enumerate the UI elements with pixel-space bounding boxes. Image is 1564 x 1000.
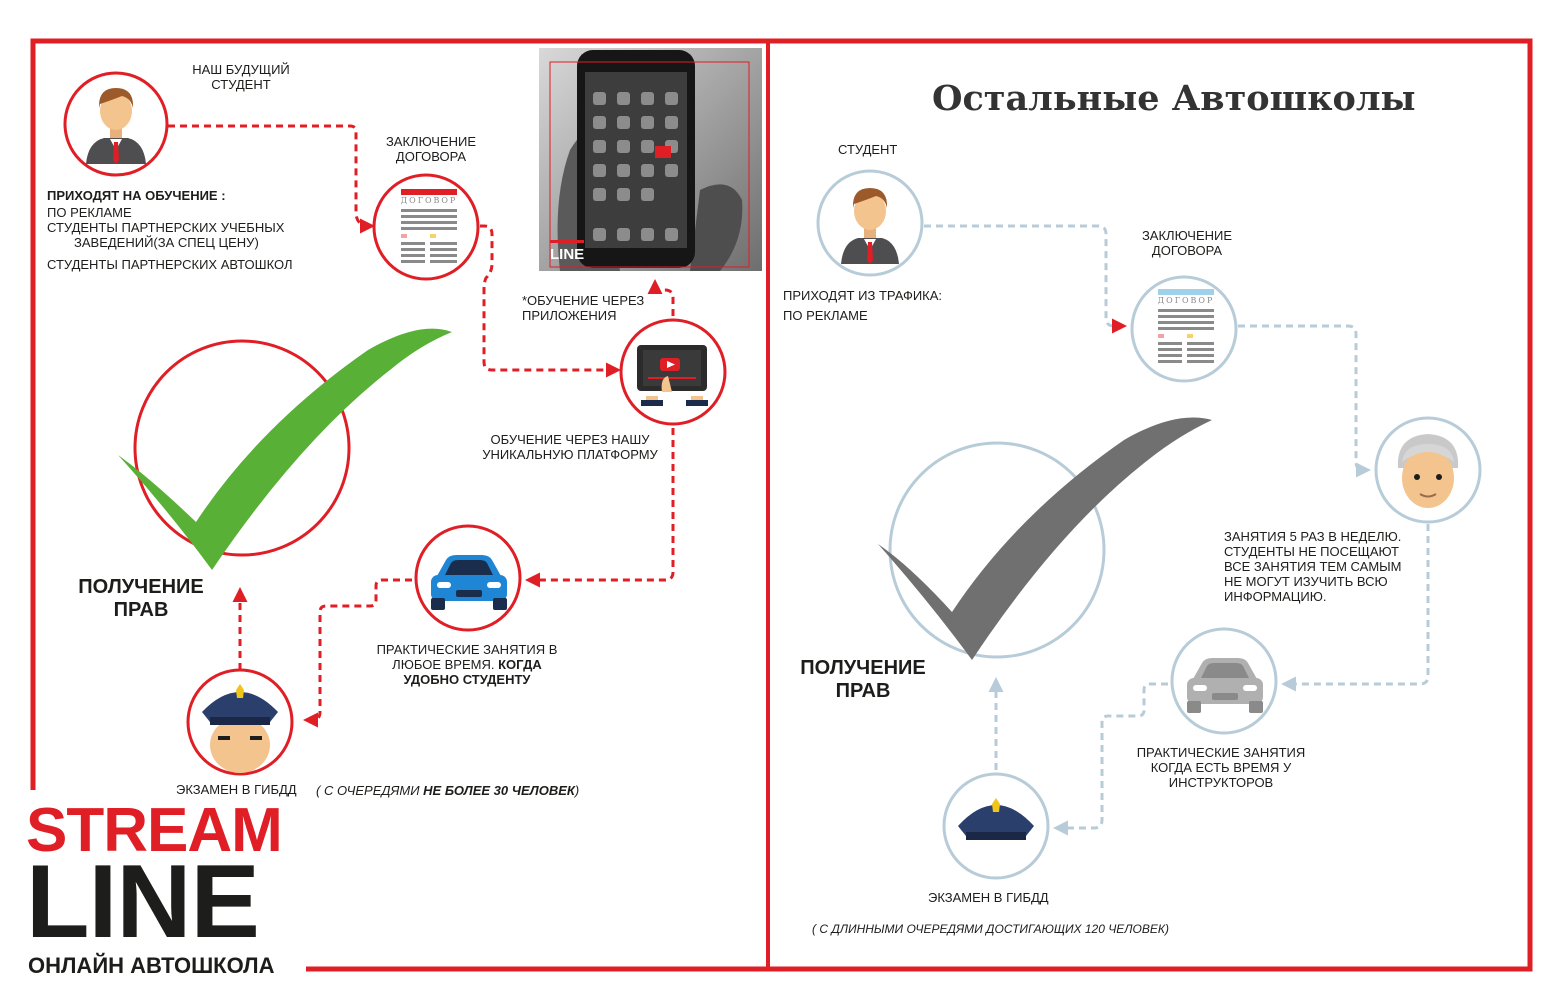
contract-doc-word-left: ДОГОВОР xyxy=(400,196,458,205)
platform-node-left xyxy=(619,318,727,426)
queue-prefix: ( С ОЧЕРЕДЯМИ xyxy=(316,783,420,798)
police-cap-icon xyxy=(958,798,1034,840)
practice-car-node-left xyxy=(414,524,522,632)
connector-contract-to-instructor xyxy=(1238,324,1371,478)
phone-logo-text: LINE xyxy=(550,246,584,263)
source-item-special-price: ЗАВЕДЕНИЙ(ЗА СПЕЦ ЦЕНУ) xyxy=(74,235,259,250)
logo-backdrop xyxy=(18,790,306,980)
logo-stream: STREAM xyxy=(26,796,283,865)
logo-line: LINE xyxy=(26,844,260,960)
queue-note-left: ( С ОЧЕРЕДЯМИ НЕ БОЛЕЕ 30 ЧЕЛОВЕК) xyxy=(316,783,579,798)
police-officer-icon xyxy=(202,684,278,773)
connector-student-to-contract xyxy=(168,124,375,234)
queue-suffix: ) xyxy=(574,783,580,798)
result-node-right xyxy=(878,417,1212,660)
gray-car-icon xyxy=(1187,658,1263,713)
practice-label-bold: КОГДА xyxy=(498,657,542,672)
page-title-right: Остальные Автошколы xyxy=(932,78,1416,119)
exam-label-right: ЭКЗАМЕН В ГИБДД xyxy=(928,890,1049,905)
platform-label: ОБУЧЕНИЕ ЧЕРЕЗ НАШУ УНИКАЛЬНУЮ ПЛАТФОРМУ xyxy=(482,432,658,462)
lessons-line4: НЕ МОГУТ ИЗУЧИТЬ ВСЮ xyxy=(1224,574,1388,589)
connector-contract-to-platform xyxy=(480,224,621,378)
student-man-icon xyxy=(86,88,146,164)
student-node-left xyxy=(63,71,169,177)
lessons-line1: ЗАНЯТИЯ 5 РАЗ В НЕДЕЛЮ. xyxy=(1224,529,1402,544)
lessons-line2: СТУДЕНТЫ НЕ ПОСЕЩАЮТ xyxy=(1224,544,1399,559)
student-label-left: НАШ БУДУЩИЙ СТУДЕНТ xyxy=(192,62,290,92)
connector-platform-to-app xyxy=(647,279,675,316)
blue-car-icon xyxy=(431,555,507,610)
practice-label-line3: УДОБНО СТУДЕНТУ xyxy=(403,672,531,687)
practice-label-right: ПРАКТИЧЕСКИЕ ЗАНЯТИЯ КОГДА ЕСТЬ ВРЕМЯ У … xyxy=(1136,745,1306,790)
lessons-line3: ВСЕ ЗАНЯТИЯ ТЕМ САМЫМ xyxy=(1224,559,1402,574)
app-label-line2: ПРИЛОЖЕНИЯ xyxy=(522,308,617,323)
practice-label-regular: ЛЮБОЕ ВРЕМЯ. xyxy=(392,657,495,672)
contract-label-left: ЗАКЛЮЧЕНИЕ ДОГОВОРА xyxy=(385,134,477,164)
connector-student-to-contract xyxy=(924,224,1127,334)
app-label-line1: *ОБУЧЕНИЕ ЧЕРЕЗ xyxy=(522,293,645,308)
contract-node-right xyxy=(1130,275,1238,383)
source-heading-right: ПРИХОДЯТ ИЗ ТРАФИКА: xyxy=(783,288,943,303)
exam-node-right xyxy=(942,772,1050,880)
source-item-partner-schools: СТУДЕНТЫ ПАРТНЕРСКИХ АВТОШКОЛ xyxy=(47,257,293,272)
old-man-icon xyxy=(1397,434,1459,508)
contract-document-icon xyxy=(1158,289,1214,363)
source-item-partner-institutions: СТУДЕНТЫ ПАРТНЕРСКИХ УЧЕБНЫХ xyxy=(47,220,285,235)
contract-doc-word-right: ДОГОВОР xyxy=(1157,296,1215,305)
green-checkmark-icon xyxy=(118,328,452,570)
gray-checkmark-icon xyxy=(878,417,1212,660)
result-label-left: ПОЛУЧЕНИЕ ПРАВ xyxy=(78,576,204,621)
left-flow-connectors xyxy=(168,124,675,728)
exam-node-left xyxy=(186,668,294,776)
outer-frame xyxy=(30,38,1533,972)
contract-document-icon xyxy=(401,189,457,263)
result-node-left xyxy=(118,328,452,570)
tablet-video-icon xyxy=(637,345,708,406)
lessons-line5: ИНФОРМАЦИЮ. xyxy=(1224,589,1327,604)
contract-node-left xyxy=(372,173,480,281)
connector-platform-to-practice xyxy=(525,428,675,588)
source-item-ads: ПО РЕКЛАМЕ xyxy=(47,205,132,220)
practice-label-line2: ЛЮБОЕ ВРЕМЯ. КОГДА xyxy=(360,657,574,672)
connector-instructor-to-practice xyxy=(1281,524,1430,692)
phone-app-photo xyxy=(539,48,762,271)
source-heading-left: ПРИХОДЯТ НА ОБУЧЕНИЕ : xyxy=(47,188,226,203)
source-item-right: ПО РЕКЛАМЕ xyxy=(783,308,868,323)
connector-practice-to-exam xyxy=(303,578,412,728)
queue-note-right: ( С ДЛИННЫМИ ОЧЕРЕДЯМИ ДОСТИГАЮЩИХ 120 Ч… xyxy=(812,922,1169,936)
connector-practice-to-exam xyxy=(1053,682,1168,836)
student-label-right: СТУДЕНТ xyxy=(838,142,898,157)
contract-label-right: ЗАКЛЮЧЕНИЕ ДОГОВОРА xyxy=(1141,228,1233,258)
student-man-icon xyxy=(841,188,899,264)
instructor-node-right xyxy=(1374,416,1482,524)
student-node-right xyxy=(816,169,924,277)
practice-car-node-right xyxy=(1170,627,1278,735)
queue-bold: НЕ БОЛЕЕ 30 ЧЕЛОВЕК xyxy=(423,783,575,798)
exam-label-left: ЭКЗАМЕН В ГИБДД xyxy=(176,782,297,797)
practice-label-line1: ПРАКТИЧЕСКИЕ ЗАНЯТИЯ В xyxy=(376,642,558,657)
logo-tagline: ОНЛАЙН АВТОШКОЛА xyxy=(28,953,275,978)
right-flow-connectors xyxy=(924,224,1430,836)
result-label-right: ПОЛУЧЕНИЕ ПРАВ xyxy=(800,657,926,702)
